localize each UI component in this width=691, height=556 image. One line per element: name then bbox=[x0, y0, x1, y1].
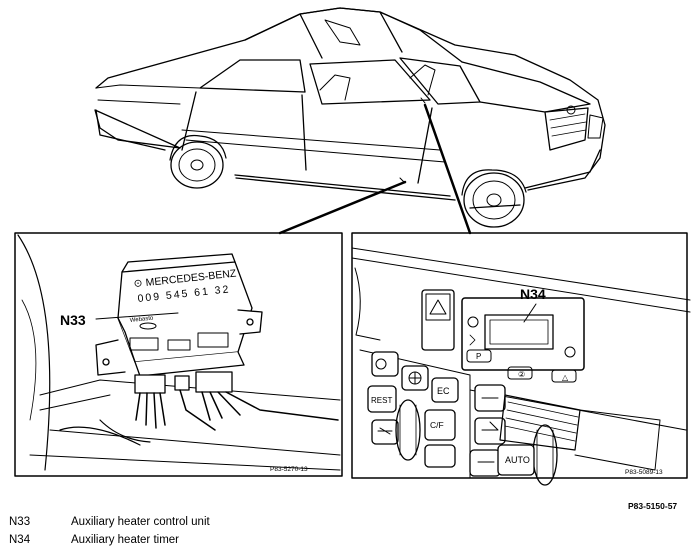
ref-code-figure: P83-5150-57 bbox=[628, 501, 677, 511]
right-detail-panel: ② △ bbox=[351, 232, 691, 486]
legend-item-n33: N33 Auxiliary heater control unit bbox=[9, 516, 409, 532]
button-cf-label: C/F bbox=[430, 420, 444, 430]
svg-text:△: △ bbox=[562, 373, 569, 382]
callout-n33: N33 bbox=[60, 312, 86, 328]
left-detail-panel bbox=[14, 232, 343, 477]
ref-code-left-panel: P83-5270-13 bbox=[270, 466, 308, 473]
ref-code-right-panel: P83-5089-13 bbox=[625, 469, 663, 476]
legend-code: N34 bbox=[9, 534, 31, 546]
button-auto-label: AUTO bbox=[505, 455, 530, 465]
callout-n34: N34 bbox=[520, 286, 546, 302]
button-rest-label: REST bbox=[371, 396, 392, 405]
pointer-line-left bbox=[278, 180, 407, 235]
button-ec-label: EC bbox=[437, 386, 450, 396]
legend-item-n34: N34 Auxiliary heater timer bbox=[9, 534, 409, 550]
svg-text:②: ② bbox=[518, 370, 525, 379]
legend-code: N33 bbox=[9, 516, 31, 528]
pointer-line-right bbox=[423, 103, 472, 235]
legend-description: Auxiliary heater control unit bbox=[71, 516, 210, 528]
car-illustration bbox=[94, 7, 606, 228]
legend-description: Auxiliary heater timer bbox=[71, 534, 180, 546]
control-unit-maker: Webasto bbox=[130, 315, 155, 324]
timer-button-p-label: P bbox=[476, 352, 481, 361]
svg-text:⊙: ⊙ bbox=[133, 277, 143, 290]
